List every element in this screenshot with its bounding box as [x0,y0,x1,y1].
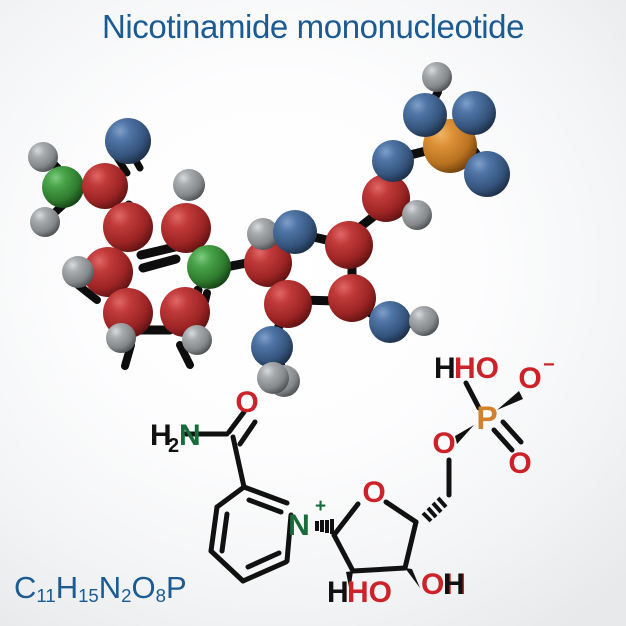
model-atoms [28,62,510,397]
label-pyridinium-nitrogen: N [288,509,310,542]
skeletal-bonds [183,380,524,584]
label-pyridinium-charge: + [315,496,326,517]
formula-o-count: 8 [155,585,166,607]
formula-n: N [98,570,122,605]
formula-c: C [14,570,37,605]
formula-o: O [131,570,156,605]
label-phosphate-o-minus: O [518,362,541,395]
label-phosphate-charge: − [543,354,555,376]
label-ribose-3-oh-o: OH [421,568,466,601]
formula-h: H [55,570,79,605]
page-title: Nicotinamide mononucleotide [101,8,525,45]
label-phosphate-oh-h: H [434,352,456,385]
molecular-formula: C11H15N2O8P [14,570,187,607]
label-phosphorus: P [476,400,497,436]
label-ribose-2-oh-h: H [327,576,349,609]
formula-h-count: 15 [78,585,99,607]
label-amide-oxygen: O [235,386,258,419]
skeletal-labels: H 2 N O N + O H HO OH H O P H HO O − O [150,352,555,609]
label-ester-oxygen: O [432,427,455,460]
label-ribose-3-oh-h: H [443,568,465,601]
formula-p: P [165,570,187,605]
label-phosphate-double-oxygen: O [508,447,531,480]
label-ribose-2-oh-o: HO [347,576,392,609]
hashed-bonds [315,496,448,534]
wedge-bonds [346,391,523,592]
formula-n-count: 2 [121,585,132,607]
label-amide-h2n-sub: 2 [168,435,179,457]
label-ribose-ring-oxygen: O [362,476,385,509]
label-amide-nitrogen: N [179,419,201,452]
label-amide-h2n-h: H [150,419,172,452]
label-phosphate-oh-o: HO [454,352,499,385]
formula-c-count: 11 [36,585,56,607]
